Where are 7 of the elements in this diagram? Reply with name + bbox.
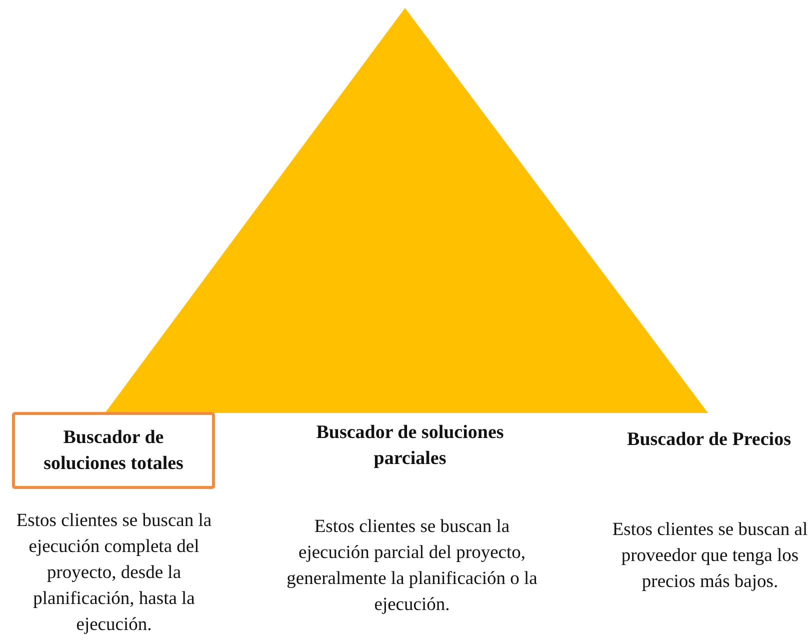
description-text: Estos clientes se buscan la ejecución parcial del proyecto, generalmente la planificación o la ejecución. — [286, 516, 538, 617]
description-text: Estos clientes se buscan la ejecución completa del proyecto, desde la planificación, hasta la ejecución. — [15, 510, 213, 637]
heading-text: Buscador de Precios — [626, 428, 792, 452]
heading-box — [12, 412, 215, 489]
description-text: Estos clientes se buscan al proveedor que tenga los precios más bajos. — [612, 519, 808, 594]
heading-text: Buscador de soluciones parciales — [315, 421, 505, 471]
heading-text: Buscador de soluciones totales — [42, 426, 184, 476]
